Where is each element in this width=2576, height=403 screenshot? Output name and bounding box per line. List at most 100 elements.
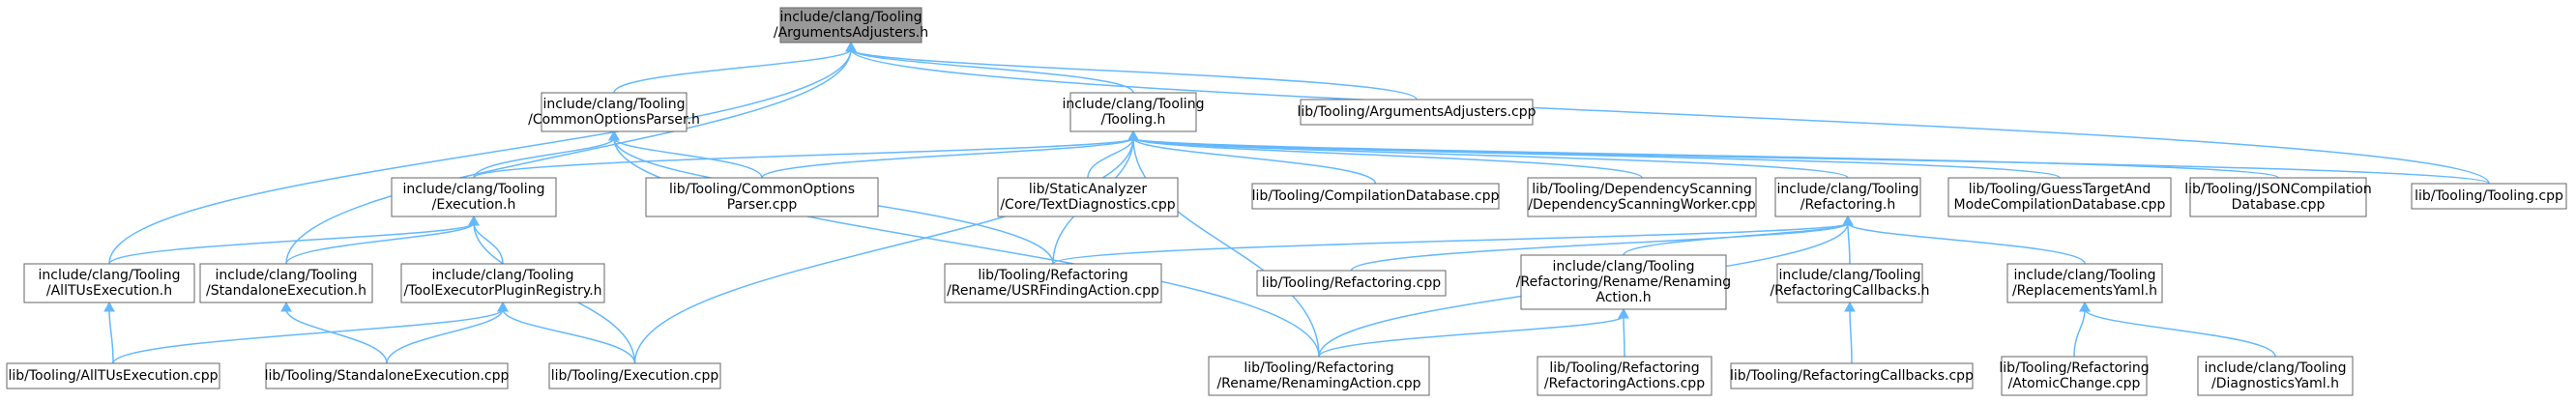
- node-label-line: lib/Tooling/Tooling.cpp: [2415, 188, 2563, 204]
- graph-node[interactable]: lib/Tooling/RefactoringCallbacks.cpp: [1730, 362, 1974, 389]
- node-label-line: include/clang/Tooling: [780, 10, 922, 25]
- graph-node[interactable]: lib/Tooling/CommonOptionsParser.cpp: [645, 177, 879, 217]
- dependency-edge: [1847, 222, 1851, 265]
- graph-node[interactable]: lib/Tooling/Execution.cpp: [548, 362, 721, 389]
- node-box: [23, 263, 195, 303]
- dependency-edge: [285, 48, 852, 265]
- graph-node[interactable]: lib/Tooling/Refactoring/Rename/USRFindin…: [944, 263, 1162, 303]
- node-box: [400, 263, 605, 303]
- dependency-edge: [1849, 308, 1853, 364]
- graph-node[interactable]: lib/Tooling/AllTUsExecution.cpp: [6, 362, 220, 389]
- graph-node[interactable]: lib/Tooling/Refactoring.cpp: [1256, 270, 1447, 297]
- dependency-edge: [1132, 137, 2061, 179]
- graph-node[interactable]: lib/Tooling/Tooling.cpp: [2411, 183, 2567, 210]
- dependency-edge: [613, 137, 763, 179]
- edge-arrowhead: [845, 41, 857, 52]
- root-node-box: [779, 7, 922, 43]
- node-label-line: lib/Tooling/Execution.cpp: [551, 368, 719, 384]
- node-box: [1527, 177, 1757, 217]
- dependency-edge: [1132, 137, 1849, 179]
- node-label-line: lib/Tooling/DependencyScanning: [1532, 182, 1752, 197]
- node-box: [1069, 92, 1197, 132]
- dependency-edge: [1132, 137, 2490, 185]
- node-box: [1300, 99, 1534, 126]
- graph-node[interactable]: include/clang/Tooling/DiagnosticsYaml.h: [2197, 356, 2354, 396]
- graph-node[interactable]: include/clang/Tooling/Execution.h: [391, 177, 557, 217]
- node-label-line: include/clang/Tooling: [543, 97, 686, 112]
- graph-node[interactable]: lib/Tooling/Refactoring/AtomicChange.cpp: [1999, 356, 2150, 396]
- graph-node[interactable]: lib/Tooling/StandaloneExecution.cpp: [265, 362, 510, 389]
- dependency-edge: [1847, 222, 2086, 265]
- node-label-line: include/clang/Tooling: [39, 268, 181, 283]
- node-box: [2411, 183, 2567, 210]
- graph-node[interactable]: include/clang/Tooling/ToolExecutorPlugin…: [400, 263, 605, 303]
- edge-arrowhead: [1618, 307, 1629, 319]
- graph-node[interactable]: lib/Tooling/Refactoring/Rename/RenamingA…: [1208, 356, 1430, 396]
- node-label-line: /ReplacementsYaml.h: [2012, 283, 2157, 299]
- graph-node[interactable]: include/clang/Tooling/StandaloneExecutio…: [199, 263, 373, 303]
- edge-arrowhead: [2079, 301, 2091, 312]
- node-box: [391, 177, 557, 217]
- edge-arrowhead: [280, 301, 292, 312]
- node-label-line: include/clang/Tooling: [216, 268, 358, 283]
- graph-node[interactable]: include/clang/Tooling/CommonOptionsParse…: [528, 92, 700, 132]
- node-label-line: Database.cpp: [2232, 197, 2326, 213]
- node-box: [645, 177, 879, 217]
- node-box: [1774, 177, 1921, 217]
- node-label-line: lib/Tooling/CompilationDatabase.cpp: [1252, 188, 1500, 204]
- graph-node[interactable]: include/clang/Tooling/Tooling.h: [1063, 92, 1205, 132]
- graph-node[interactable]: lib/Tooling/DependencyScanning/Dependenc…: [1527, 177, 1757, 217]
- node-box: [1208, 356, 1430, 396]
- node-label-line: /Rename/USRFindingAction.cpp: [947, 283, 1159, 299]
- dependency-edge: [108, 222, 475, 265]
- node-box: [199, 263, 373, 303]
- graph-node[interactable]: lib/StaticAnalyzer/Core/TextDiagnostics.…: [997, 177, 1179, 217]
- node-label-line: lib/Tooling/Refactoring: [1244, 360, 1393, 376]
- graph-node[interactable]: include/clang/Tooling/ArgumentsAdjusters…: [774, 7, 928, 43]
- node-label-line: Parser.cpp: [727, 197, 798, 213]
- node-label-line: /DependencyScanningWorker.cpp: [1528, 197, 1755, 213]
- node-label-line: /ToolExecutorPluginRegistry.h: [403, 283, 601, 299]
- graph-node[interactable]: include/clang/Tooling/ReplacementsYaml.h: [2006, 263, 2163, 303]
- node-box: [1251, 183, 1500, 210]
- node-label-line: lib/Tooling/StandaloneExecution.cpp: [265, 368, 510, 384]
- node-label-line: lib/Tooling/AllTUsExecution.cpp: [8, 368, 218, 384]
- node-label-line: lib/Tooling/ArgumentsAdjusters.cpp: [1297, 104, 1536, 120]
- graph-node[interactable]: include/clang/Tooling/Refactoring.h: [1774, 177, 1921, 217]
- node-label-line: lib/Tooling/JSONCompilation: [2184, 182, 2372, 197]
- node-label-line: /Rename/RenamingAction.cpp: [1216, 376, 1420, 391]
- node-label-line: lib/Tooling/RefactoringCallbacks.cpp: [1730, 368, 1974, 384]
- node-label-line: /Tooling.h: [1101, 112, 1166, 128]
- edge-arrowhead: [103, 301, 115, 312]
- graph-node[interactable]: lib/Tooling/CompilationDatabase.cpp: [1251, 183, 1500, 210]
- node-label-line: lib/Tooling/Refactoring: [978, 268, 1127, 283]
- node-label-line: include/clang/Tooling: [403, 182, 545, 197]
- node-label-line: ModeCompilationDatabase.cpp: [1954, 197, 2166, 213]
- dependency-edge: [502, 308, 636, 364]
- dependency-edge: [613, 137, 1320, 358]
- graph-node[interactable]: lib/Tooling/GuessTargetAndModeCompilatio…: [1947, 177, 2172, 217]
- graph-node[interactable]: lib/Tooling/Refactoring/RefactoringActio…: [1537, 356, 1712, 396]
- node-label-line: /AllTUsExecution.h: [46, 283, 172, 299]
- graph-node[interactable]: include/clang/Tooling/RefactoringCallbac…: [1770, 263, 1930, 303]
- graph-node[interactable]: include/clang/Tooling/AllTUsExecution.h: [23, 263, 195, 303]
- node-label-line: include/clang/Tooling: [432, 268, 574, 283]
- node-box: [2189, 177, 2367, 217]
- dependency-edge: [473, 137, 615, 179]
- node-box: [1520, 254, 1727, 310]
- node-box: [541, 92, 688, 132]
- dependency-edge: [613, 48, 852, 94]
- node-box: [6, 362, 220, 389]
- graph-node[interactable]: include/clang/Tooling/Refactoring/Rename…: [1516, 254, 1731, 310]
- dependency-edge: [473, 222, 504, 265]
- graph-node[interactable]: lib/Tooling/ArgumentsAdjusters.cpp: [1297, 99, 1537, 126]
- node-label-line: /ArgumentsAdjusters.h: [774, 25, 928, 41]
- dependency-edge: [1623, 315, 1625, 358]
- dependency-edge: [1087, 137, 1134, 179]
- node-label-line: include/clang/Tooling: [1063, 97, 1205, 112]
- node-label-line: lib/Tooling/Refactoring.cpp: [1262, 275, 1441, 291]
- node-box: [265, 362, 509, 389]
- dependency-edge: [1318, 315, 1625, 358]
- node-label-line: include/clang/Tooling: [1777, 182, 1919, 197]
